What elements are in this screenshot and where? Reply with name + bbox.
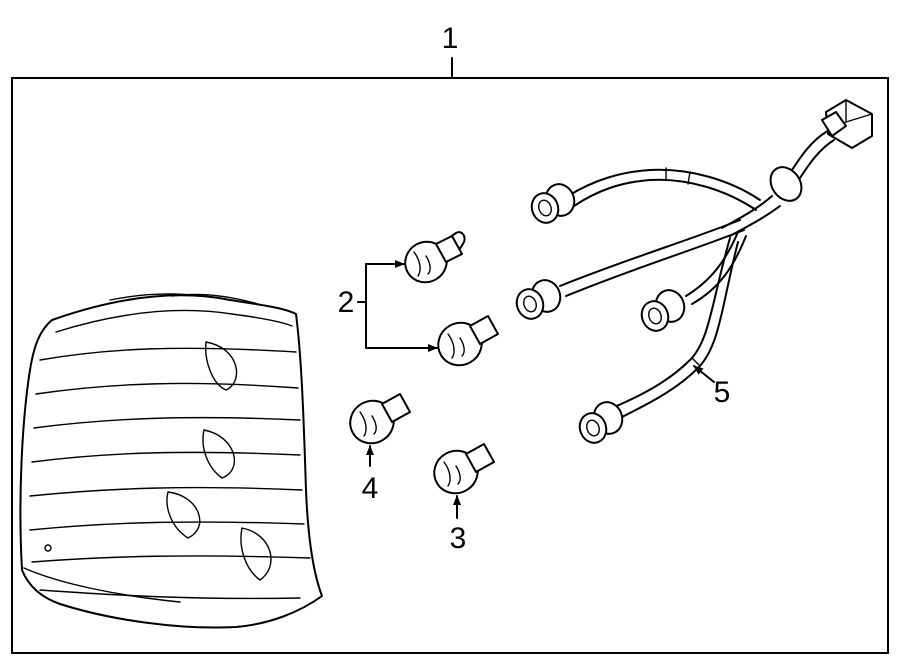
bulb-lower-left: [349, 393, 411, 445]
bulb-lower-right: [433, 443, 495, 495]
diagram-frame: [11, 77, 889, 654]
callout-3: 3: [450, 522, 467, 555]
wire-harness: [515, 99, 873, 444]
callout-2: 2: [338, 286, 355, 319]
bulb-upper-right: [437, 315, 499, 367]
callout-1: 1: [442, 22, 459, 55]
socket-middle: [515, 279, 562, 320]
callout-5: 5: [714, 376, 731, 409]
socket-lower: [578, 401, 624, 444]
bulb-upper-left: [404, 231, 466, 284]
callout-2-bracket: [357, 263, 367, 349]
socket-upper-left: [530, 183, 576, 224]
socket-right: [640, 289, 686, 332]
tail-lamp-housing: [19, 293, 323, 629]
callout-4: 4: [362, 472, 379, 505]
callout-5-arrow: [693, 365, 715, 383]
